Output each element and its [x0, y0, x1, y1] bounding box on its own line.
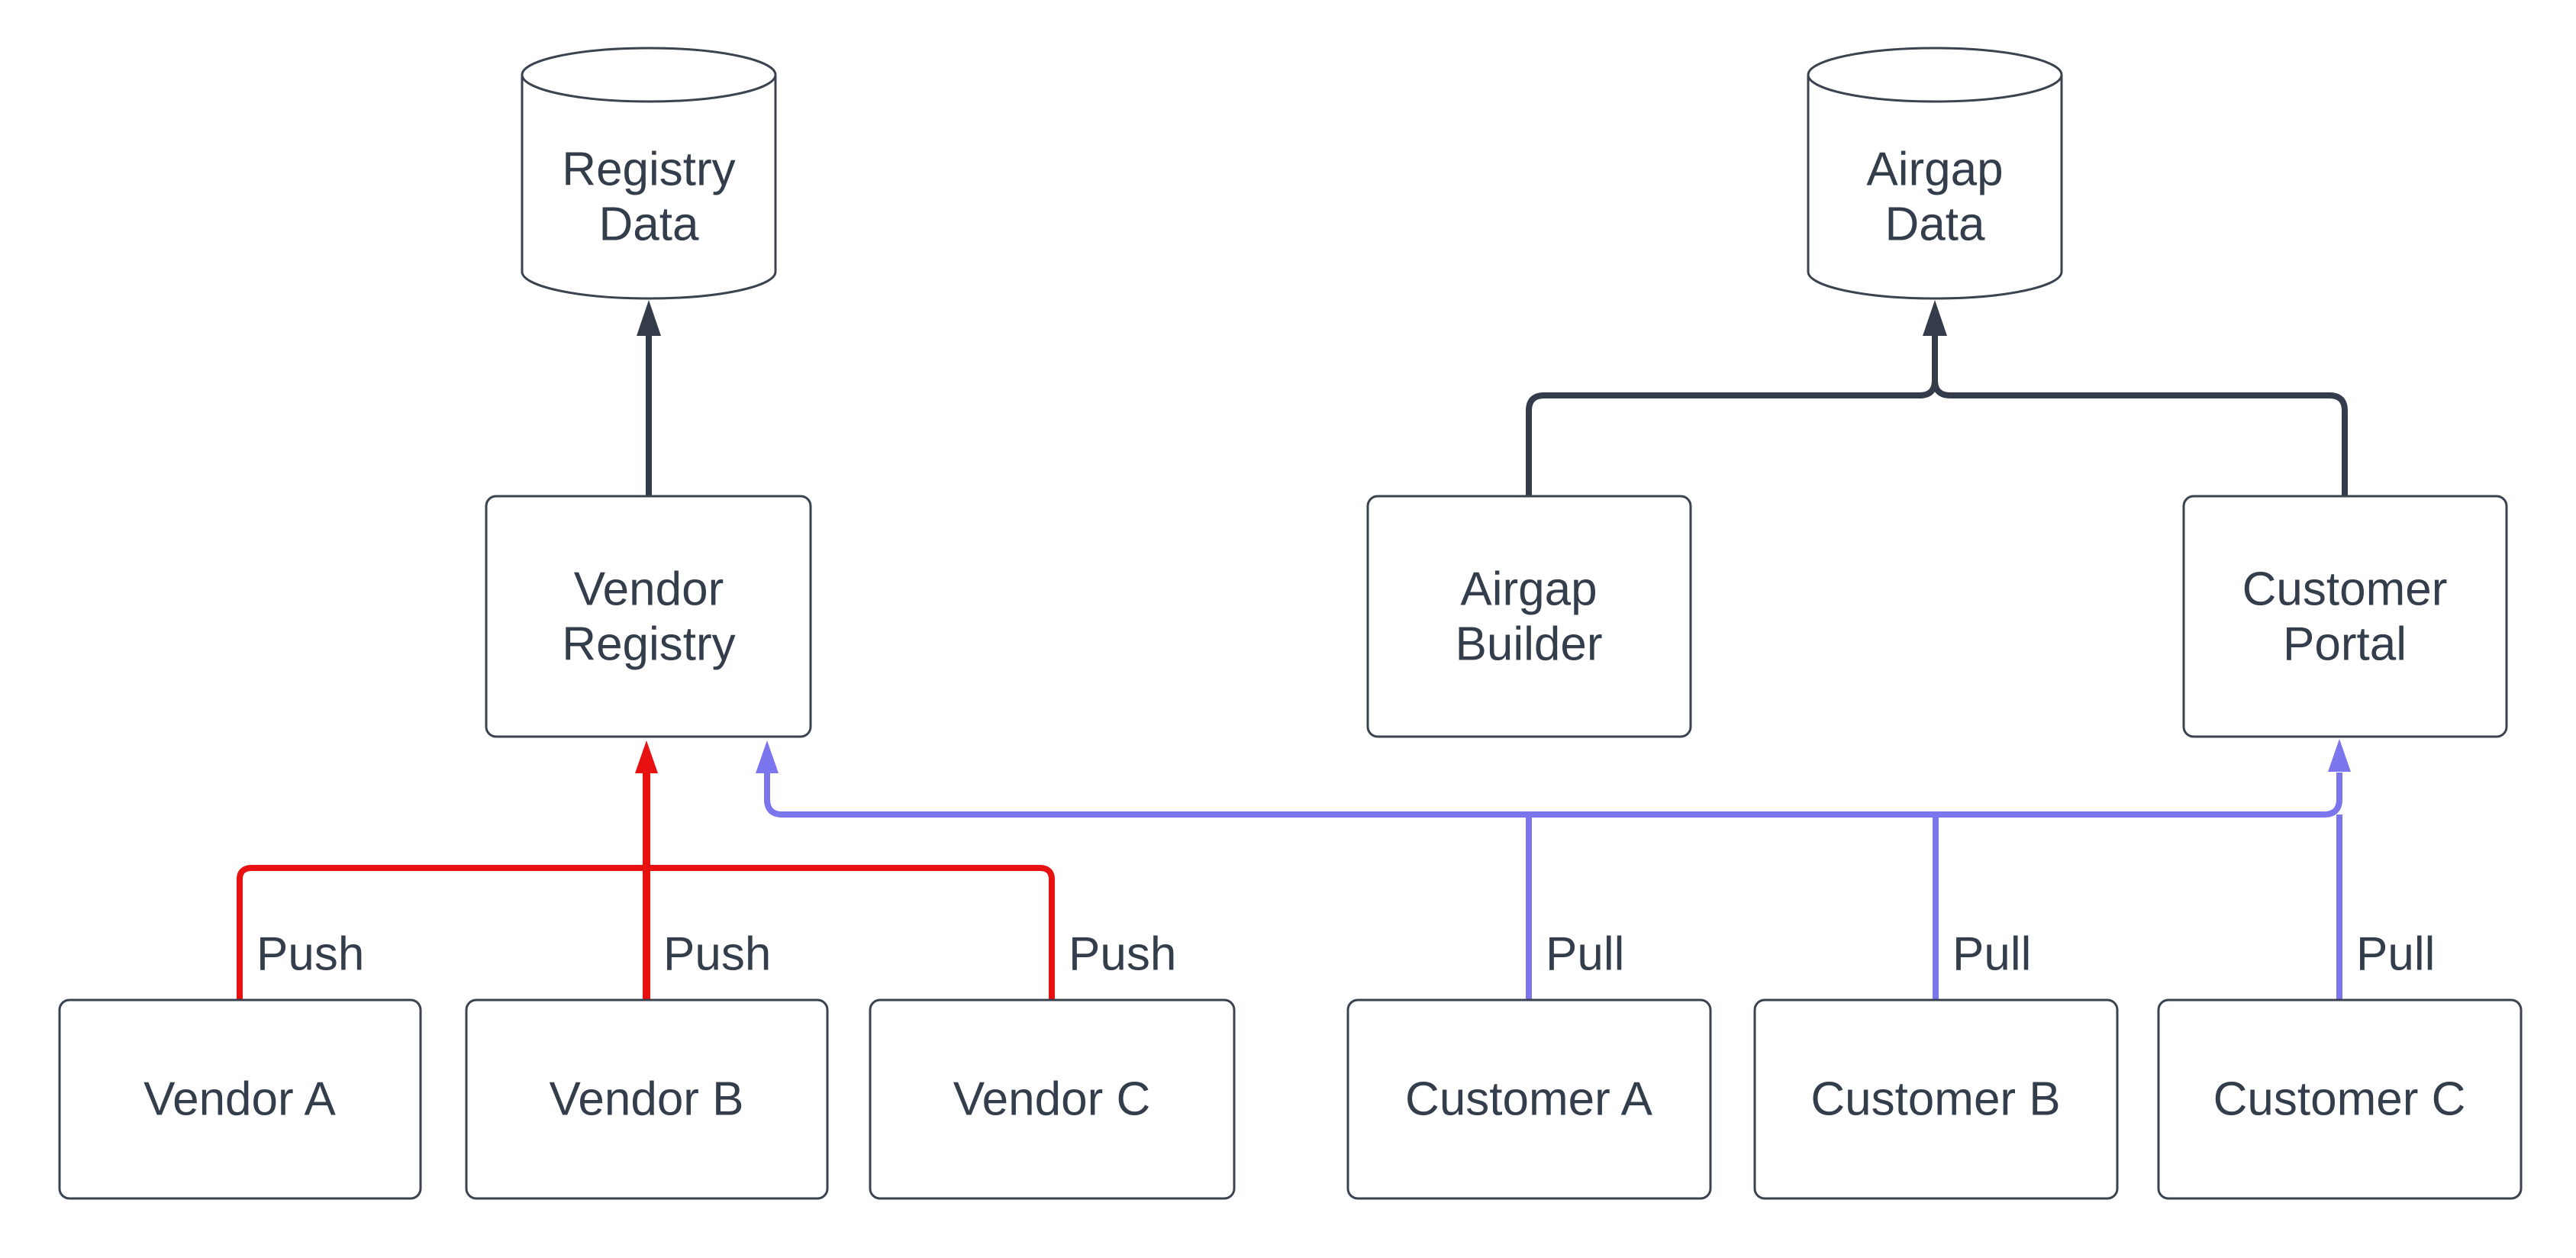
airgap-builder-label-line1: Airgap — [1460, 563, 1597, 616]
pull-label-customer-b: Pull — [1952, 928, 2031, 981]
vendor-b-label: Vendor B — [549, 1073, 743, 1126]
customer-b-label: Customer B — [1810, 1073, 2060, 1126]
vendor-registry-label-line2: Registry — [562, 618, 735, 671]
node-box — [58, 998, 422, 1200]
registry-data-label-line1: Registry — [562, 144, 735, 196]
cylinder-top — [521, 47, 777, 103]
vendor-c-label: Vendor C — [953, 1073, 1151, 1126]
pull-label-customer-a: Pull — [1546, 928, 1624, 981]
node-box — [2157, 998, 2523, 1200]
node-airgap-data: Airgap Data — [1807, 47, 2063, 300]
push-label-vendor-b: Push — [663, 928, 771, 981]
arrowhead-pull-customer-portal — [2328, 739, 2351, 772]
vendor-registry-label-line1: Vendor — [574, 563, 724, 616]
arrowhead-push-vendor-registry — [635, 740, 658, 773]
push-label-vendor-c: Push — [1069, 928, 1176, 981]
pull-bus — [764, 773, 2342, 818]
customer-c-label: Customer C — [2213, 1073, 2466, 1126]
node-customer-portal: Customer Portal — [2182, 495, 2508, 738]
edge-airgap-builder-to-airgap-data — [1526, 333, 1938, 496]
edge-labels: Push Push Push Pull Pull Pull — [256, 928, 2435, 981]
cylinder-body — [521, 75, 777, 300]
airgap-builder-label-line2: Builder — [1456, 618, 1603, 671]
node-box — [1753, 998, 2119, 1200]
node-vendor-c: Vendor C — [869, 998, 1236, 1200]
customer-portal-label-line1: Customer — [2242, 563, 2448, 616]
node-box — [1346, 998, 1712, 1200]
customer-a-label: Customer A — [1405, 1073, 1653, 1126]
node-vendor-registry: Vendor Registry — [485, 495, 812, 738]
node-customer-b: Customer B — [1753, 998, 2119, 1200]
node-customer-c: Customer C — [2157, 998, 2523, 1200]
node-vendor-a: Vendor A — [58, 998, 422, 1200]
node-box — [485, 495, 812, 738]
arrowhead-registry-data — [637, 300, 661, 336]
registry-data-label-line2: Data — [599, 198, 699, 251]
node-box — [1366, 495, 1692, 738]
push-label-vendor-a: Push — [256, 928, 364, 981]
node-registry-data: Registry Data — [521, 47, 777, 300]
airgap-data-label-line2: Data — [1885, 198, 1985, 251]
flow-edges — [637, 300, 2348, 496]
node-box — [465, 998, 829, 1200]
cylinder-body — [1807, 75, 2063, 300]
node-box — [2182, 495, 2508, 738]
push-edges — [237, 740, 1055, 1000]
edge-customer-portal-to-airgap-data — [1932, 333, 2348, 496]
arrowhead-pull-vendor-registry — [756, 740, 779, 773]
pull-label-customer-c: Pull — [2356, 928, 2435, 981]
cylinder-top — [1807, 47, 2063, 103]
arrowhead-airgap-data — [1923, 300, 1947, 336]
node-customer-a: Customer A — [1346, 998, 1712, 1200]
node-airgap-builder: Airgap Builder — [1366, 495, 1692, 738]
vendor-a-label: Vendor A — [143, 1073, 336, 1126]
airgap-data-label-line1: Airgap — [1866, 144, 2003, 196]
pull-edges — [756, 739, 2351, 1000]
node-vendor-b: Vendor B — [465, 998, 829, 1200]
customer-portal-label-line2: Portal — [2283, 618, 2407, 671]
node-box — [869, 998, 1236, 1200]
